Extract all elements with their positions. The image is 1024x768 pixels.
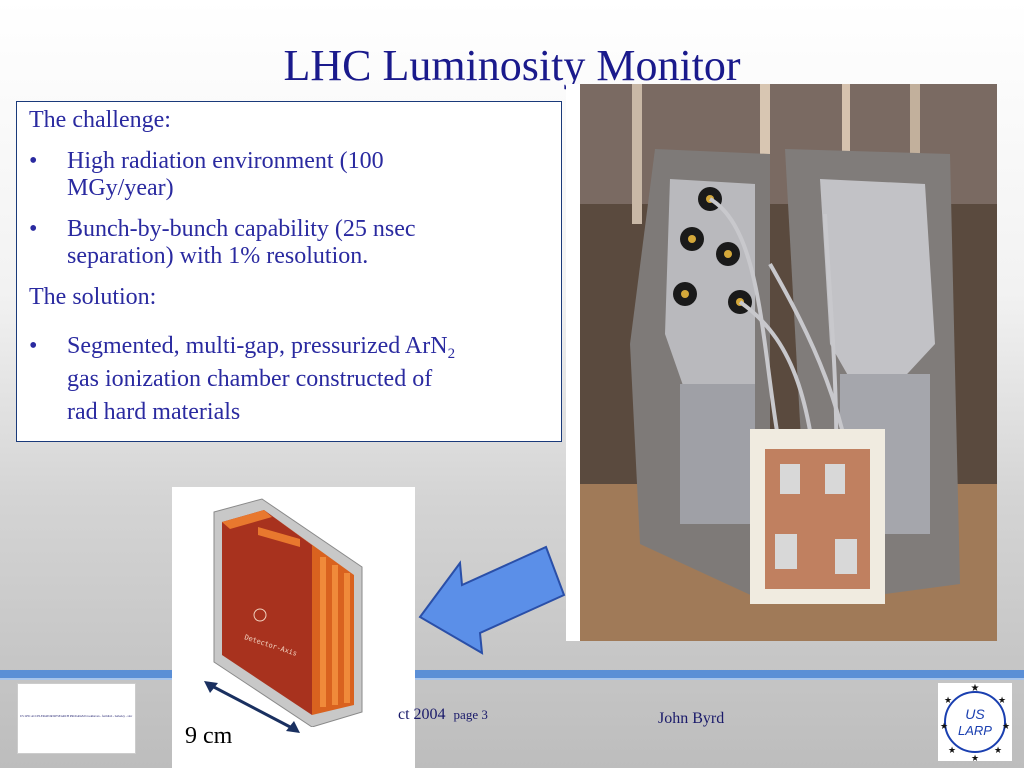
page-number: page 3 <box>453 707 488 722</box>
bullet-text-line: Segmented, multi-gap, pressurized ArN2 <box>67 333 547 368</box>
footer-author: John Byrd <box>658 710 725 727</box>
svg-text:★: ★ <box>971 753 979 761</box>
chamber-3d-drawing: Detector-Axis <box>213 498 363 728</box>
logo-us: US <box>965 706 985 722</box>
bullet-marker: • <box>29 148 38 174</box>
footer-date: ct 2004 page 3 <box>398 706 488 724</box>
photo-background <box>580 84 997 641</box>
svg-text:★: ★ <box>1002 721 1010 731</box>
footer-fine-print: US LHC ACCELERATOR RESEARCH PROGRAM broo… <box>20 714 133 718</box>
logo-larp: LARP <box>958 723 992 738</box>
bullet-text-line: separation) with 1% resolution. <box>67 243 369 269</box>
slide-title: LHC Luminosity Monitor <box>283 41 741 90</box>
svg-text:★: ★ <box>940 721 948 731</box>
footer-date-text: ct 2004 <box>398 706 446 723</box>
challenge-heading: The challenge: <box>29 107 171 133</box>
bullet-text-line: Bunch-by-bunch capability (25 nsec <box>67 216 416 242</box>
svg-text:★: ★ <box>994 745 1002 755</box>
subscript: 2 <box>447 346 456 362</box>
svg-text:★: ★ <box>971 683 980 694</box>
bullet-marker: • <box>29 216 38 242</box>
svg-text:★: ★ <box>998 695 1006 705</box>
footer-bar <box>0 670 1024 678</box>
svg-text:★: ★ <box>944 695 952 705</box>
bullet-marker: • <box>29 333 38 359</box>
bullet-text-line: MGy/year) <box>67 175 174 201</box>
svg-text:★: ★ <box>948 745 956 755</box>
content-textbox: The challenge: • High radiation environm… <box>16 101 562 442</box>
footer-bar-highlight <box>0 678 1024 680</box>
dimension-arrow <box>204 681 300 733</box>
us-larp-logo-icon: ★ ★ ★ ★ ★ ★ ★ ★ US LARP <box>938 683 1012 763</box>
bullet-text-line: rad hard materials <box>67 399 241 425</box>
hardware-photo-drawing <box>580 84 997 641</box>
bullet-text-line: gas ionization chamber constructed of <box>67 366 433 392</box>
solution-heading: The solution: <box>29 284 157 310</box>
left-arrow-icon <box>418 545 566 655</box>
chamber-render: Detector-Axis 9 cm <box>172 487 415 768</box>
footer-logo-box: US LHC ACCELERATOR RESEARCH PROGRAM broo… <box>17 683 136 754</box>
bullet-text-line: High radiation environment (100 <box>67 148 384 174</box>
bullet-text-main: Segmented, multi-gap, pressurized ArN <box>67 333 448 359</box>
hardware-photo <box>566 84 997 641</box>
logo-graphic: ★ ★ ★ ★ ★ ★ ★ ★ US LARP <box>940 683 1010 763</box>
dimension-label: 9 cm <box>185 723 233 749</box>
